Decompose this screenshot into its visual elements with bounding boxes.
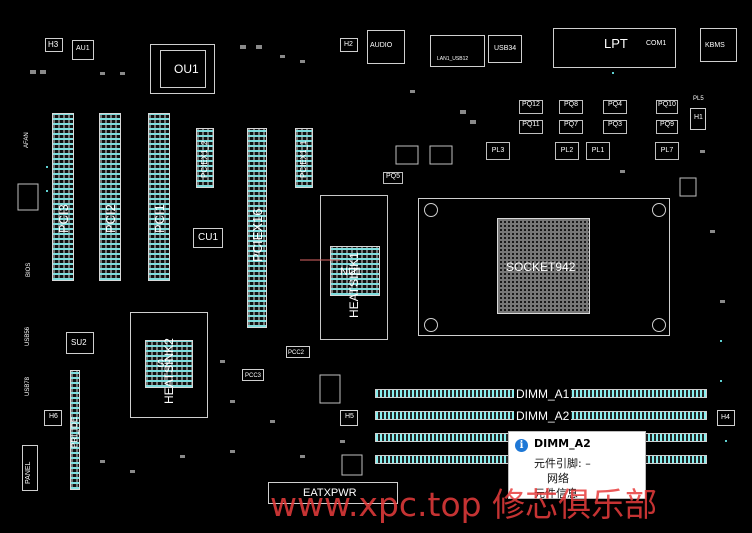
label-com1: COM1 <box>646 40 667 47</box>
chip-ou1 <box>160 50 206 88</box>
part-pl1: PL1 <box>586 142 610 160</box>
watermark-text: www.xpc.top 修芯俱乐部 <box>270 485 658 524</box>
label-lpt: LPT <box>604 36 628 51</box>
connector-lpt <box>553 28 676 68</box>
part-pl7: PL7 <box>655 142 679 160</box>
label-ou1: OU1 <box>174 62 199 76</box>
part-pq12: PQ12 <box>519 100 543 114</box>
label-cu1: CU1 <box>198 232 219 243</box>
part-pq9: PQ9 <box>656 120 678 134</box>
part-pl3: PL3 <box>486 142 510 160</box>
label-s2: S2 <box>157 358 171 370</box>
label-pq3: PQ3 <box>607 121 622 128</box>
part-pq10: PQ10 <box>656 100 678 114</box>
heatsink2-outline <box>130 312 208 418</box>
cpu-socket-pins <box>497 218 590 314</box>
label-audio: AUDIO <box>370 42 393 49</box>
tooltip-net: 网络 <box>547 472 569 485</box>
mount-hole-h4 <box>717 410 735 426</box>
connector-usb34 <box>488 35 522 63</box>
label-pq8: PQ8 <box>563 101 578 108</box>
part-pcc2 <box>286 346 310 358</box>
tooltip-info: 元件信息 <box>534 487 578 500</box>
label-pq12: PQ12 <box>522 101 540 108</box>
mount-hole-h1 <box>690 108 706 130</box>
chip-su2 <box>66 332 94 354</box>
part-pcc3 <box>242 369 264 381</box>
label-pq9: PQ9 <box>659 121 674 128</box>
label-h4: H4 <box>721 414 730 421</box>
label-h2: H2 <box>344 41 353 48</box>
label-pq7: PQ7 <box>563 121 578 128</box>
tooltip-title: DIMM_A2 <box>534 437 591 450</box>
label-pl7: PL7 <box>660 147 674 154</box>
mount-hole-h3 <box>45 38 63 52</box>
label-pl1: PL1 <box>591 147 605 154</box>
label-dimm-a1: DIMM_A1 <box>514 387 572 401</box>
connector-kbms <box>700 28 737 62</box>
chip-cu1 <box>193 228 223 248</box>
chip-nu1 <box>330 246 380 296</box>
label-pq10: PQ10 <box>658 101 676 108</box>
info-icon: i <box>515 439 528 452</box>
part-pq7: PQ7 <box>559 120 583 134</box>
label-lan-usb12: LAN1_USB12 <box>437 56 469 62</box>
slot-pci1 <box>148 113 170 281</box>
chip-ou1-outer <box>150 44 215 94</box>
label-pl3: PL3 <box>491 147 505 154</box>
label-pq5: PQ5 <box>385 173 400 180</box>
label-au1: AU1 <box>76 45 90 52</box>
label-pcc3: PCC3 <box>245 373 262 379</box>
chip-au1 <box>72 40 94 60</box>
socket-screw-tl <box>424 203 438 217</box>
component-info-tooltip: i DIMM_A2 元件引脚: – 网络 元件信息 <box>508 431 646 500</box>
label-h5: H5 <box>345 413 354 420</box>
mount-hole-h5 <box>340 410 358 426</box>
part-pq11: PQ11 <box>519 120 543 134</box>
connector-lan-usb12 <box>430 35 485 67</box>
label-usb34: USB34 <box>494 45 517 52</box>
slot-pci2 <box>99 113 121 281</box>
label-su2: SU2 <box>71 338 87 347</box>
part-pq5: PQ5 <box>383 172 403 184</box>
label-pcc2: PCC2 <box>288 350 305 356</box>
slot-pciex1-1 <box>295 128 313 188</box>
socket-screw-br <box>652 318 666 332</box>
label-dimm-a2: DIMM_A2 <box>514 409 572 423</box>
label-pq4: PQ4 <box>607 101 622 108</box>
label-h3: H3 <box>48 40 59 49</box>
cpu-socket-outline <box>418 198 670 336</box>
socket-screw-tr <box>652 203 666 217</box>
socket-screw-bl <box>424 318 438 332</box>
heatsink1-outline <box>320 195 388 340</box>
connector-pri-ide <box>70 370 80 490</box>
label-h6: H6 <box>49 413 58 420</box>
label-h1: H1 <box>694 114 703 121</box>
mount-hole-h6 <box>44 410 62 426</box>
slot-pciex16 <box>247 128 267 328</box>
label-pl2: PL2 <box>560 147 574 154</box>
label-socket942: SOCKET942 <box>506 260 576 274</box>
label-pl5: PL5 <box>693 96 704 102</box>
connector-panel <box>22 445 38 491</box>
slot-pci3 <box>52 113 74 281</box>
connector-eatxpwr <box>268 482 398 504</box>
label-eatxpwr: EATXPWR <box>303 487 357 499</box>
mount-hole-h2 <box>340 38 358 52</box>
part-pq4: PQ4 <box>603 100 627 114</box>
tooltip-pin: 元件引脚: – <box>534 457 591 470</box>
connector-audio <box>367 30 405 64</box>
part-pq8: PQ8 <box>559 100 583 114</box>
label-pq11: PQ11 <box>522 121 540 128</box>
slot-pciex1-2 <box>196 128 214 188</box>
part-pl2: PL2 <box>555 142 579 160</box>
label-kbms: KBMS <box>705 42 725 49</box>
label-nu1: NU1 <box>340 266 363 278</box>
chip-s2 <box>145 340 193 388</box>
part-pq3: PQ3 <box>603 120 627 134</box>
